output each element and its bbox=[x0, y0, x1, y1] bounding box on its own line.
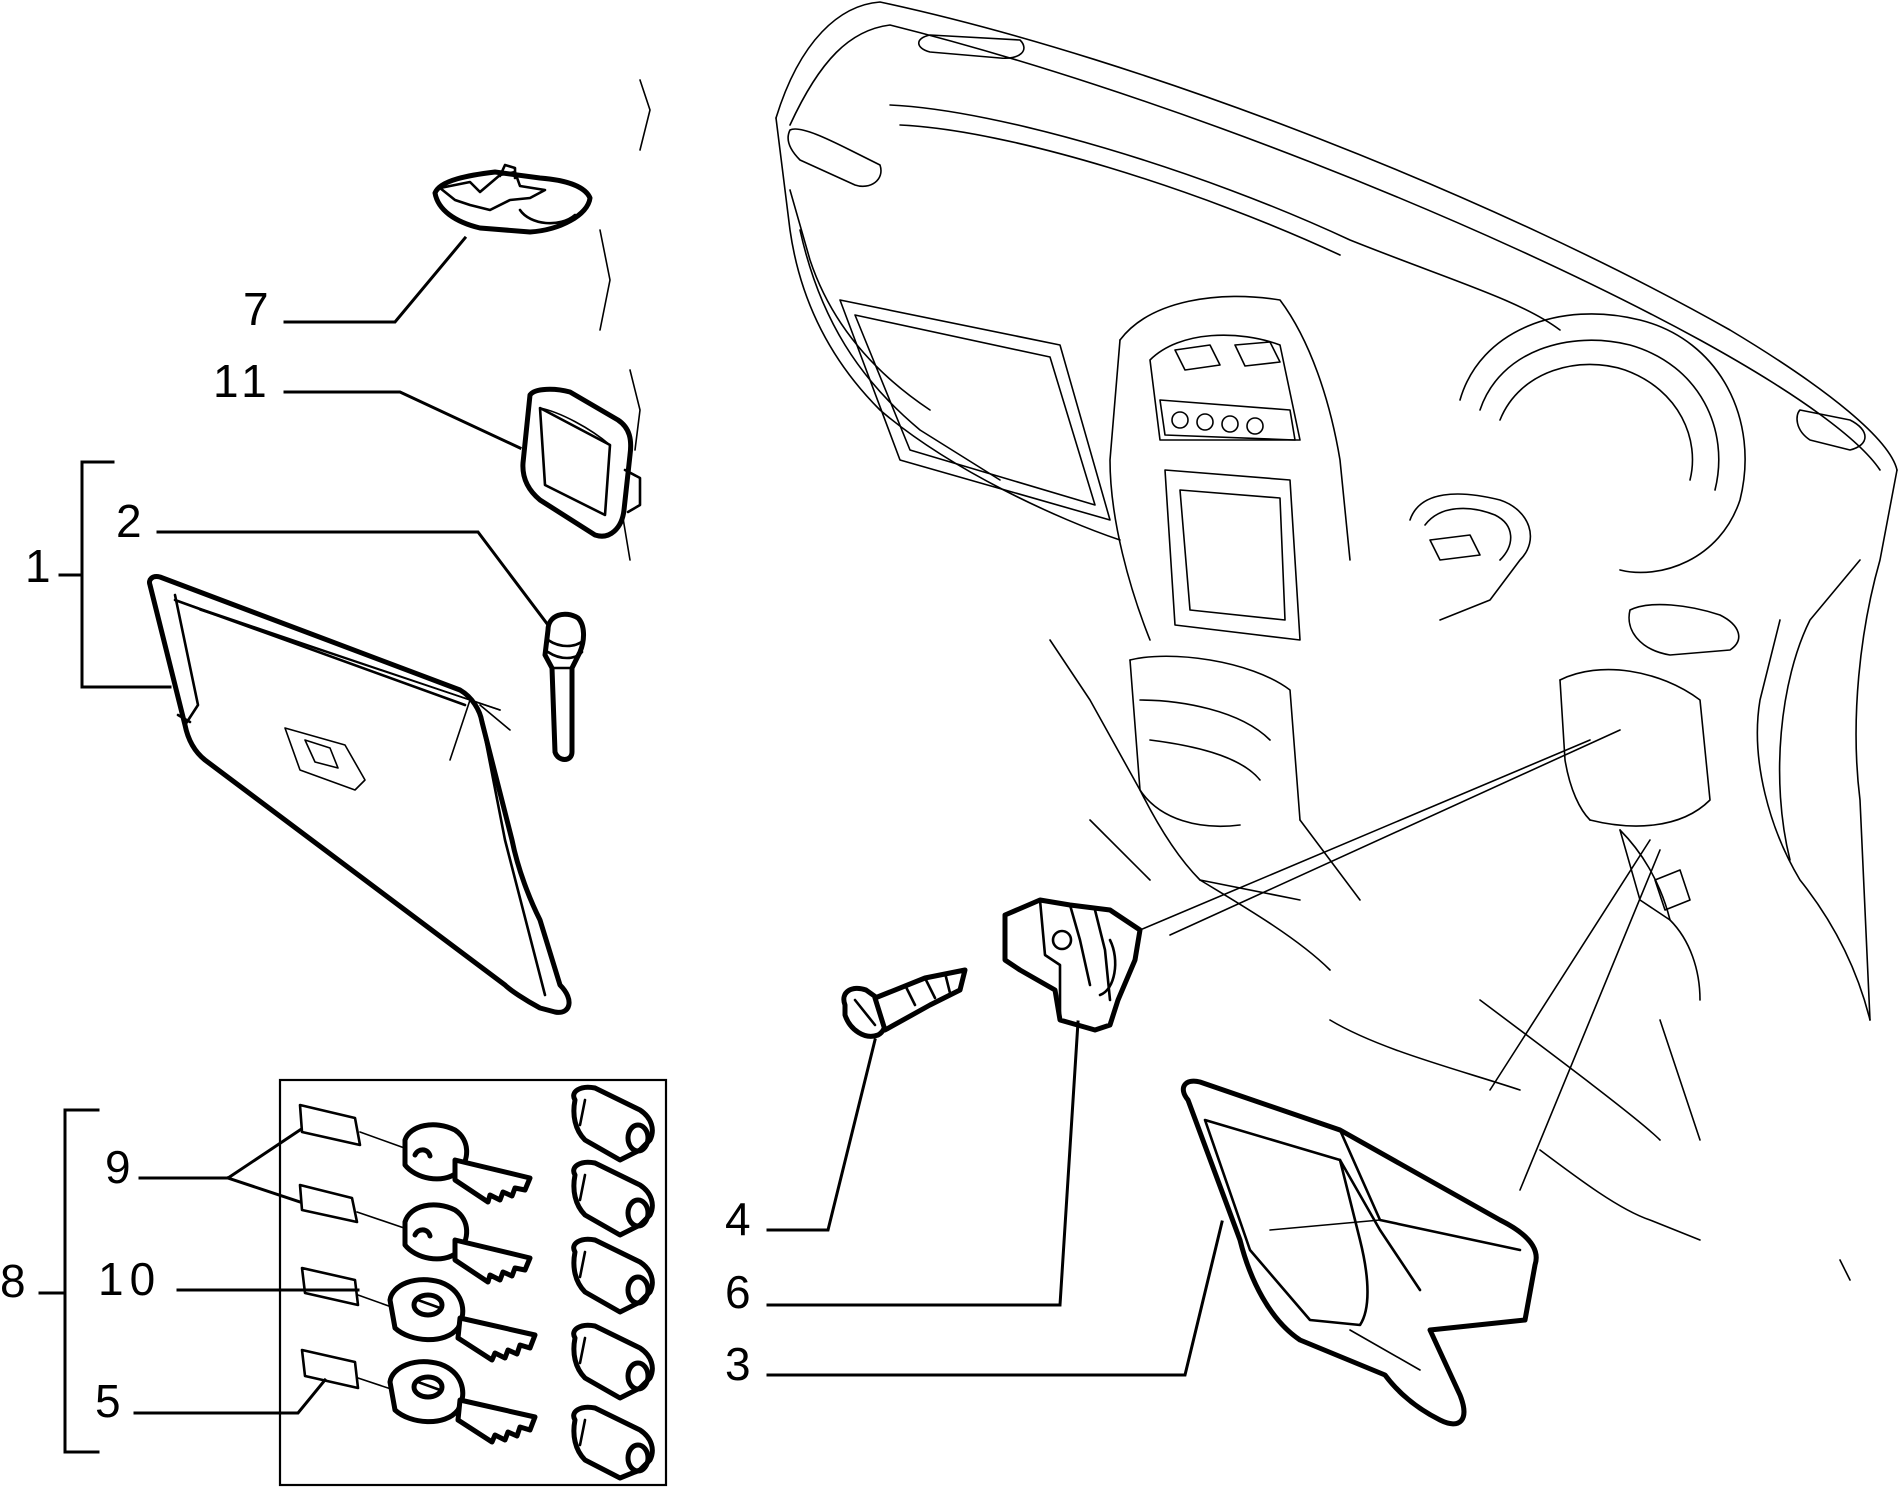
lock-cylinder-icon bbox=[571, 1236, 655, 1315]
callout-4: 4 bbox=[725, 1193, 757, 1245]
part-3-glove-box-tray bbox=[1180, 839, 1661, 1427]
callout-8: 8 bbox=[0, 1255, 32, 1307]
callout-5: 5 bbox=[95, 1375, 127, 1427]
part-2-stop-pin bbox=[542, 611, 586, 762]
callout-9: 9 bbox=[105, 1141, 137, 1193]
dashboard-background bbox=[599, 1, 1898, 1281]
key-icon bbox=[356, 1202, 533, 1285]
key-tag-icon bbox=[298, 1103, 362, 1390]
key-icon bbox=[357, 1359, 538, 1445]
callout-1: 1 bbox=[25, 540, 57, 592]
callout-2: 2 bbox=[116, 495, 148, 547]
key-icon bbox=[357, 1277, 538, 1363]
part-11-cover-plate bbox=[520, 386, 642, 539]
part-1-glove-box-lid bbox=[147, 574, 572, 1015]
part-6-latch-bracket bbox=[1002, 729, 1621, 1033]
callout-11: 11 bbox=[213, 355, 273, 407]
leader-lines bbox=[38, 235, 1224, 1454]
key-icon bbox=[359, 1122, 533, 1205]
part-4-screw bbox=[841, 967, 968, 1039]
part-7-lock-clip bbox=[432, 163, 593, 235]
lock-cylinder-icon bbox=[571, 1084, 655, 1163]
callout-10: 10 bbox=[98, 1253, 161, 1305]
lock-cylinder-icon bbox=[571, 1404, 655, 1481]
callout-3: 3 bbox=[725, 1338, 757, 1390]
callout-7: 7 bbox=[243, 283, 275, 335]
lock-set-box bbox=[278, 1078, 668, 1487]
callouts: 7 11 2 1 4 6 3 9 8 10 5 bbox=[0, 283, 757, 1427]
lock-cylinder-icon bbox=[571, 1159, 655, 1238]
lock-cylinder-icon bbox=[571, 1322, 655, 1401]
callout-6: 6 bbox=[725, 1266, 757, 1318]
